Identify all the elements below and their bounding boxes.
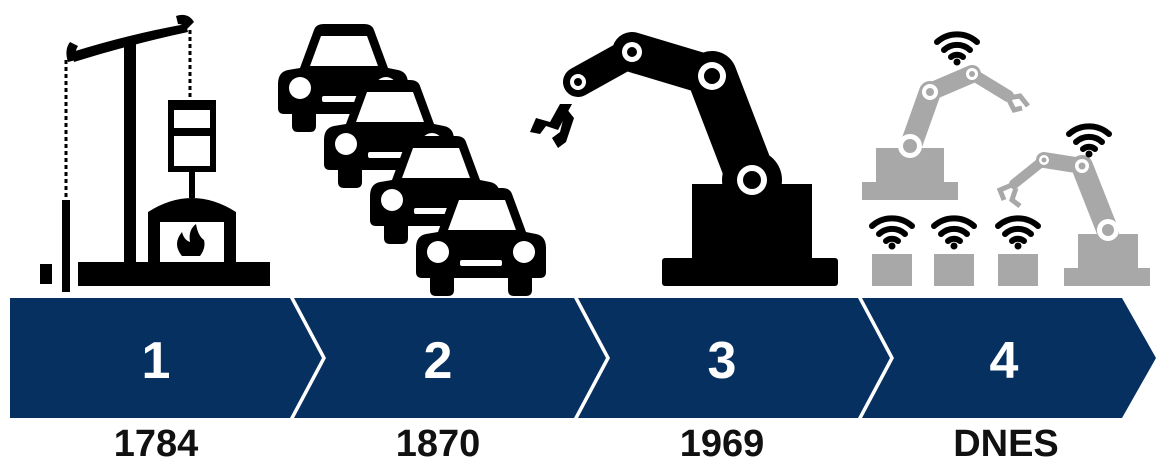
timeline-arrow-bar (10, 298, 1156, 418)
chevron-3 (578, 298, 890, 418)
stage-number-1: 1 (142, 332, 171, 390)
stage-year-1: 1784 (113, 423, 199, 465)
stage-year-4: DNES (953, 423, 1059, 465)
chevron-4 (862, 298, 1156, 418)
steam-engine-icon (40, 14, 270, 292)
chevron-1 (10, 298, 322, 418)
assembly-line-cars-icon (278, 24, 546, 296)
stage-number-3: 3 (708, 332, 737, 390)
robotic-arm-icon (530, 32, 838, 286)
chevron-2 (294, 298, 606, 418)
stage-number-4: 4 (990, 332, 1019, 390)
stage-year-2: 1870 (395, 423, 481, 465)
stage-number-2: 2 (424, 332, 453, 390)
connected-robots-iot-icon (862, 34, 1150, 286)
stage-year-3: 1969 (679, 423, 765, 465)
